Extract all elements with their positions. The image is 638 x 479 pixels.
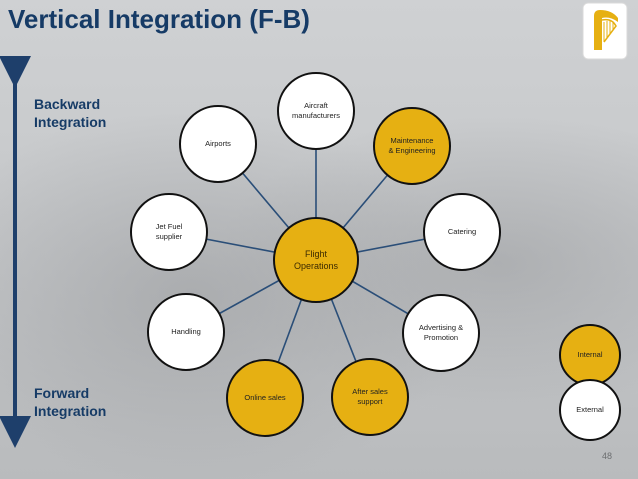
backward-integration-label: Backward Integration bbox=[34, 95, 106, 131]
catering-node bbox=[423, 193, 501, 271]
page-title: Vertical Integration (F-B) bbox=[8, 4, 310, 34]
backward-label-line-1: Backward bbox=[34, 96, 101, 112]
maintenance-engineering-node bbox=[373, 107, 451, 185]
advertising-promotion-node bbox=[402, 294, 480, 372]
airports-node bbox=[179, 105, 257, 183]
online-sales-node bbox=[226, 359, 304, 437]
legend-internal bbox=[559, 324, 621, 386]
aircraft-manufacturers-node bbox=[277, 72, 355, 150]
forward-integration-label: Forward Integration bbox=[34, 384, 106, 420]
harp-logo-icon bbox=[582, 2, 628, 60]
after-sales-support-node bbox=[331, 358, 409, 436]
handling-node bbox=[147, 293, 225, 371]
backward-label-line-2: Integration bbox=[34, 114, 107, 130]
flight-operations-node bbox=[273, 217, 359, 303]
page-number: 48 bbox=[601, 451, 612, 461]
forward-label-line-2: Integration bbox=[34, 403, 107, 419]
jet-fuel-supplier-node bbox=[130, 193, 208, 271]
legend-external bbox=[559, 379, 621, 441]
forward-label-line-1: Forward bbox=[34, 385, 90, 401]
